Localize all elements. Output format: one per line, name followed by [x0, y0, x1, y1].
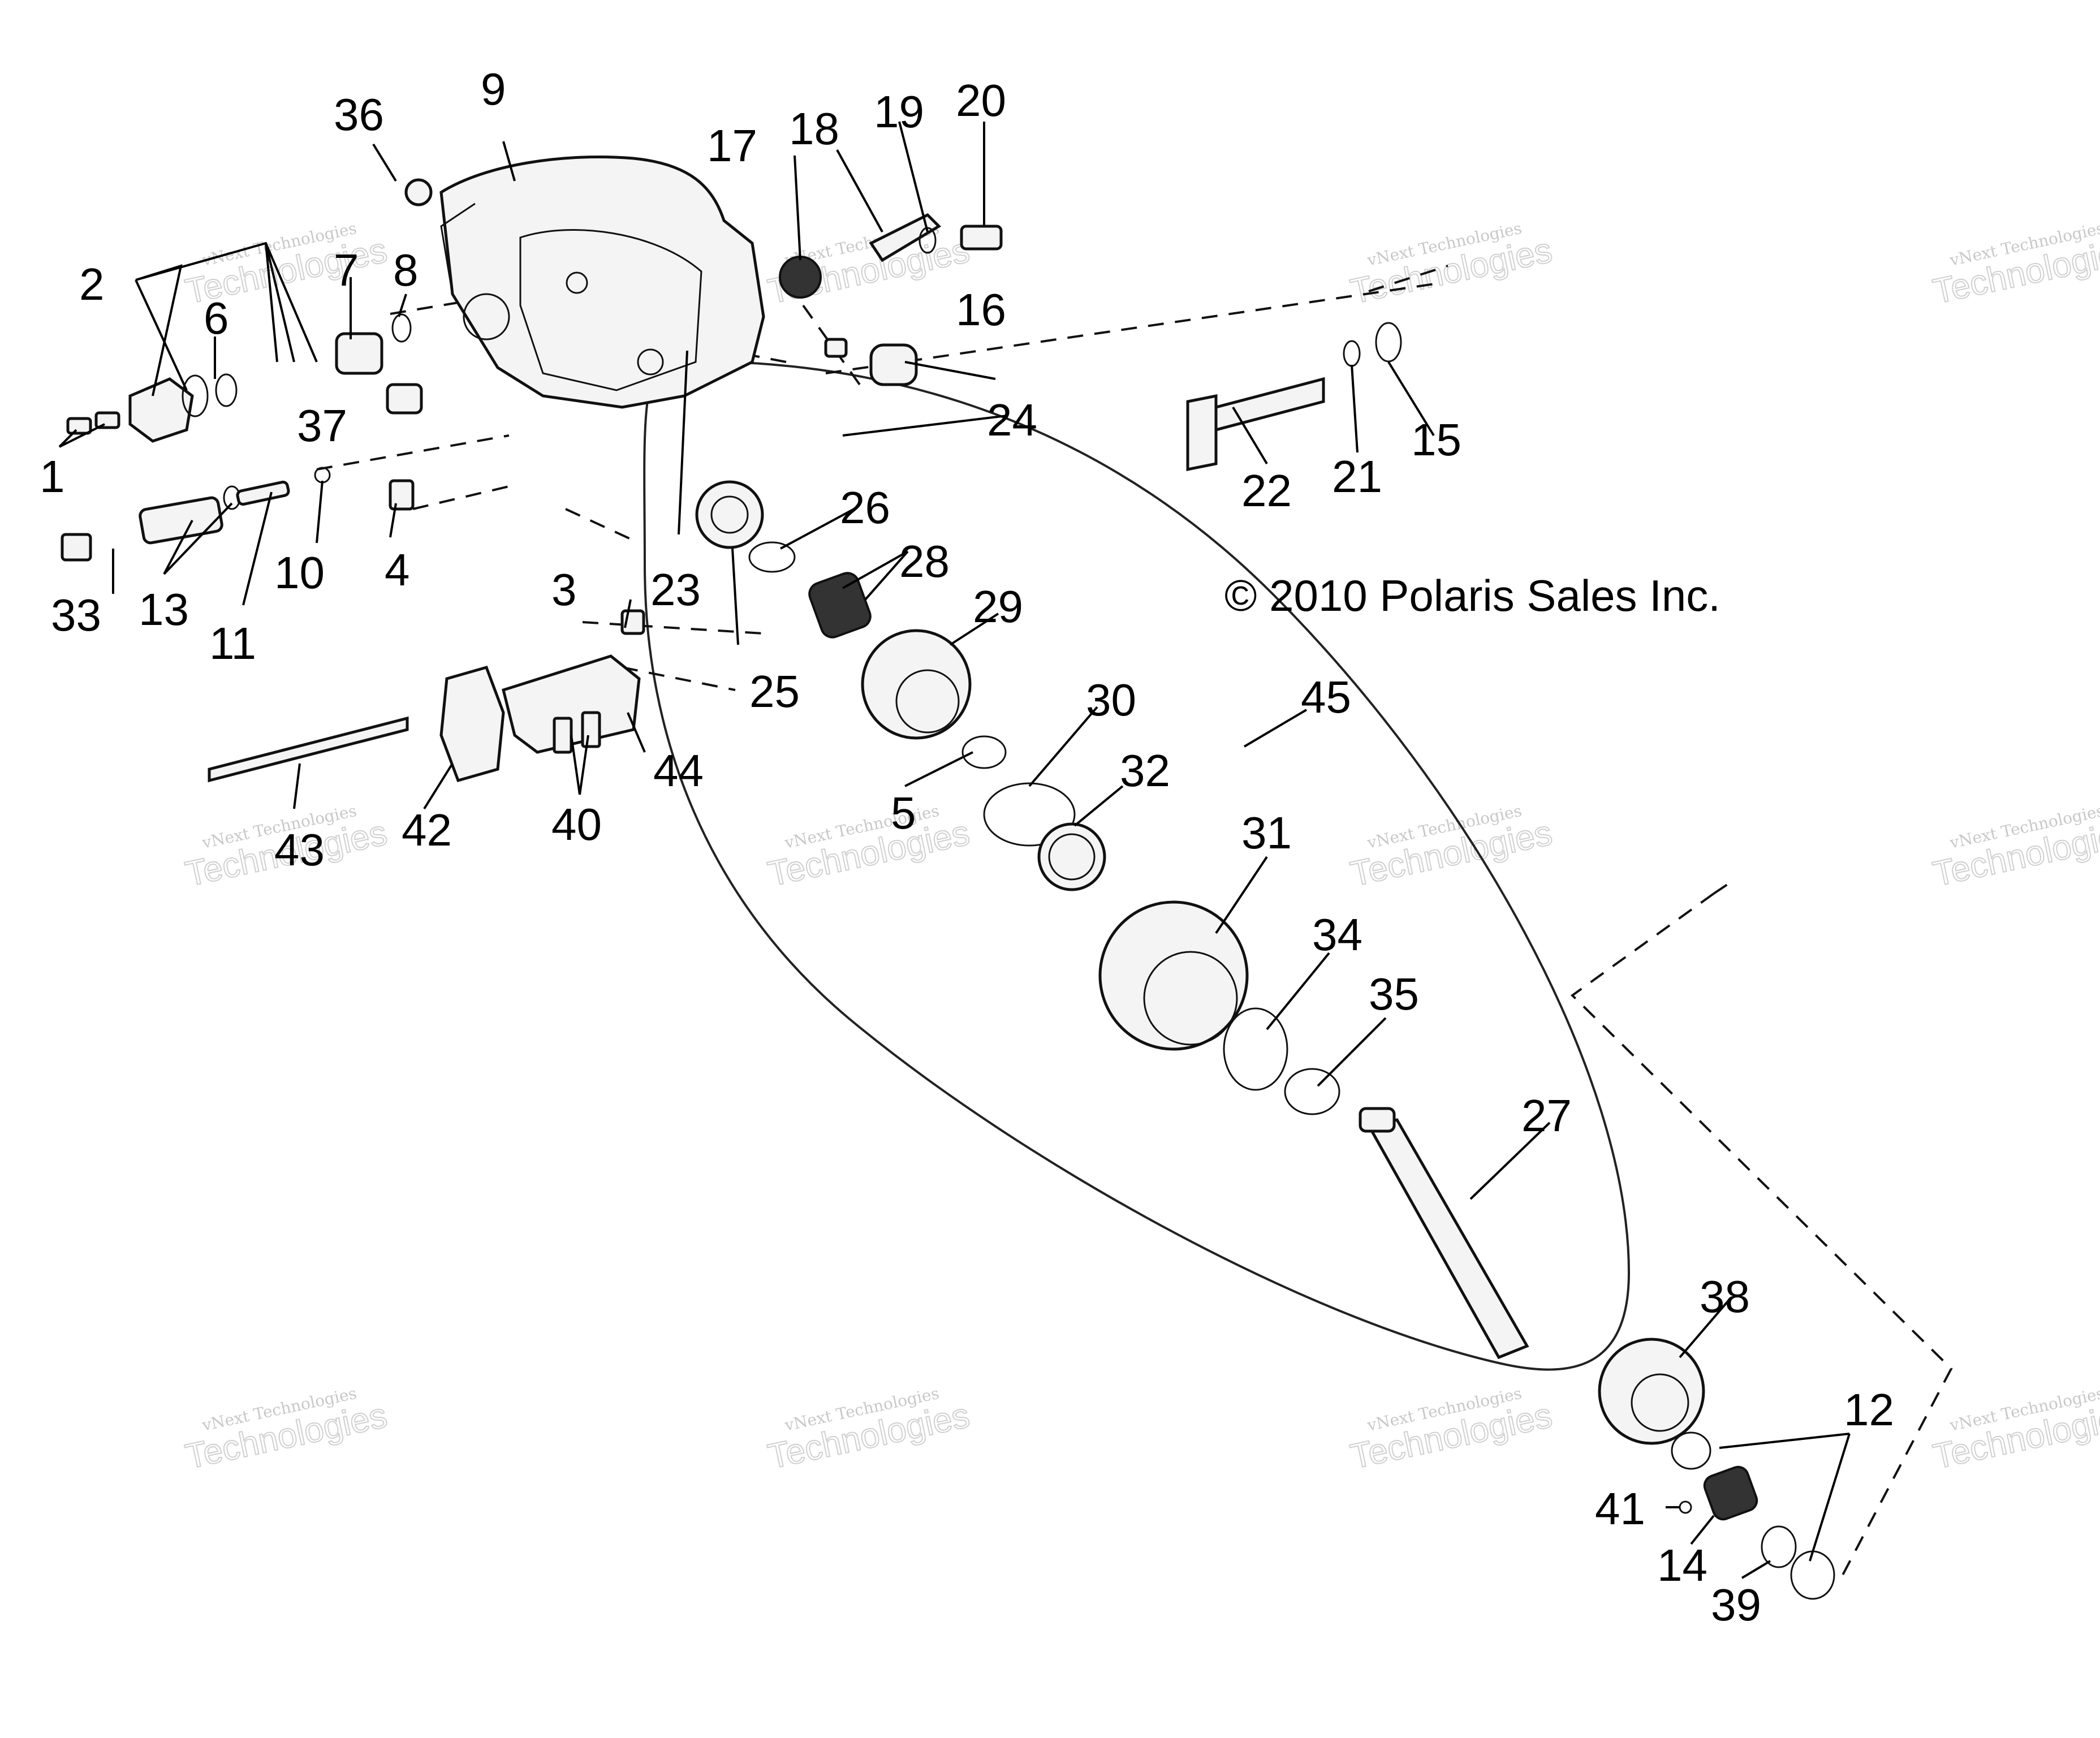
callout-numbers: 1 2 3 4 5 6 7 8 9 10 11 12 13 14 15 16 1…: [40, 64, 1894, 1630]
callout-25: 25: [749, 666, 800, 717]
callout-20: 20: [956, 75, 1006, 126]
callout-23: 23: [650, 564, 701, 615]
callout-18: 18: [789, 103, 839, 154]
callout-10: 10: [274, 547, 325, 598]
callout-44: 44: [653, 745, 704, 796]
callout-4: 4: [385, 545, 410, 595]
upper-right-hardware: [779, 213, 1402, 472]
shaft-assembly-outline: [643, 360, 1631, 1371]
transmission-case: [439, 156, 765, 409]
callout-16: 16: [956, 284, 1006, 335]
callout-13: 13: [139, 584, 189, 635]
callout-24: 24: [987, 395, 1037, 445]
callout-38: 38: [1700, 1271, 1750, 1322]
callout-39: 39: [1711, 1580, 1761, 1630]
callout-35: 35: [1369, 969, 1419, 1019]
callout-28: 28: [899, 536, 950, 586]
callout-34: 34: [1312, 909, 1362, 960]
callout-19: 19: [874, 87, 924, 137]
callout-15: 15: [1411, 415, 1461, 465]
callout-26: 26: [840, 482, 890, 533]
leader-lines: [58, 121, 1851, 1579]
callout-9: 9: [481, 64, 506, 114]
callout-29: 29: [973, 581, 1023, 632]
lower-right-parts: [1598, 1338, 1835, 1600]
callout-3: 3: [551, 564, 577, 615]
main-shaft: [1359, 1107, 1529, 1360]
callout-6: 6: [204, 293, 229, 343]
callout-21: 21: [1332, 451, 1382, 502]
callout-5: 5: [891, 788, 916, 838]
callout-8: 8: [393, 245, 419, 295]
callout-33: 33: [51, 590, 101, 640]
callout-17: 17: [707, 120, 757, 171]
shift-cover: [66, 377, 194, 443]
callout-43: 43: [274, 825, 325, 875]
bearings-and-gears: [695, 480, 1340, 1115]
callout-32: 32: [1120, 745, 1170, 796]
callout-12: 12: [1844, 1385, 1894, 1435]
callout-11: 11: [209, 618, 256, 669]
callout-2: 2: [79, 259, 105, 309]
callout-42: 42: [402, 805, 452, 855]
copyright-notice: © 2010 Polaris Sales Inc.: [1224, 571, 1720, 620]
callout-45: 45: [1301, 672, 1351, 722]
callout-31: 31: [1241, 808, 1292, 858]
callout-37: 37: [297, 400, 347, 451]
shift-shaft-and-drum: [208, 654, 641, 783]
callout-41: 41: [1595, 1483, 1645, 1534]
detent-parts: [61, 178, 848, 635]
callout-36: 36: [334, 89, 384, 140]
callout-22: 22: [1241, 465, 1292, 516]
callout-14: 14: [1657, 1540, 1707, 1590]
callout-40: 40: [551, 799, 602, 849]
callout-27: 27: [1521, 1090, 1572, 1141]
callout-7: 7: [334, 245, 359, 295]
callout-30: 30: [1086, 675, 1136, 725]
callout-1: 1: [40, 451, 65, 502]
